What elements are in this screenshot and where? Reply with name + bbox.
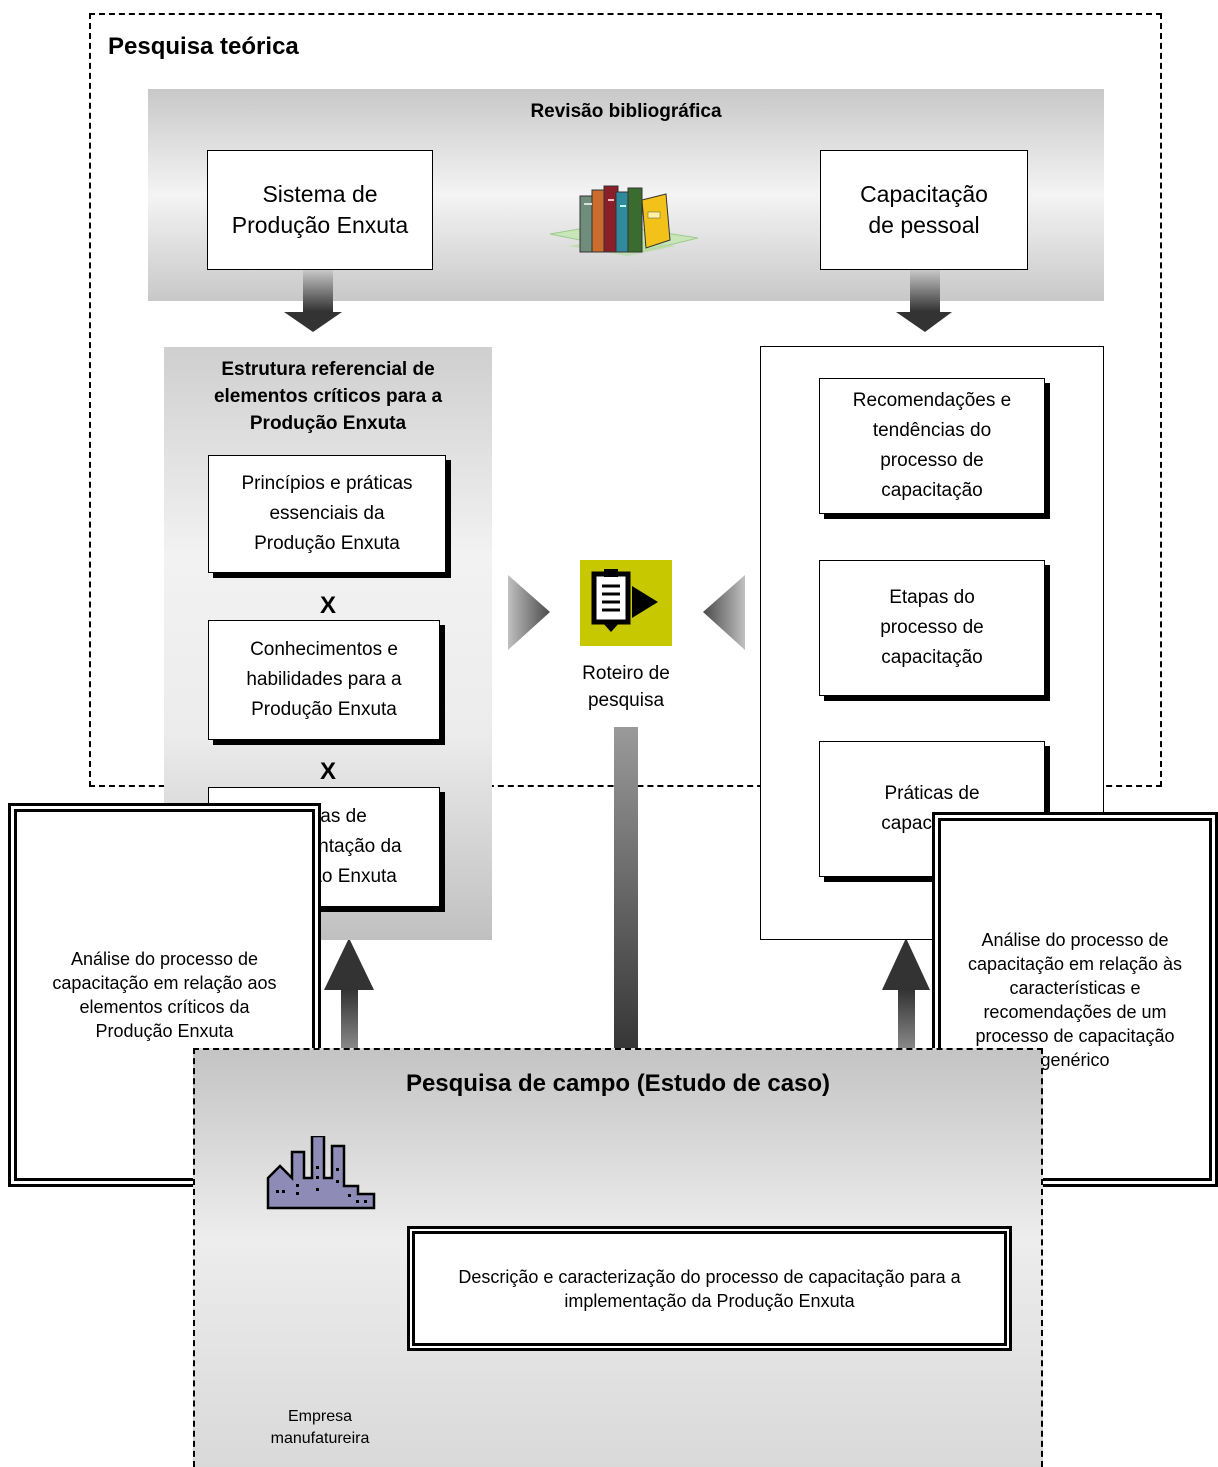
training-box: Capacitação de pessoal bbox=[820, 150, 1028, 270]
factory-icon bbox=[266, 1136, 376, 1210]
analysis-left-label: Análise do processo de capacitação em re… bbox=[52, 949, 277, 1041]
principles-box: Princípios e práticas essenciais da Prod… bbox=[208, 455, 446, 573]
books-icon bbox=[549, 185, 698, 256]
literature-review-title: Revisão bibliográfica bbox=[530, 101, 722, 122]
lean-system-box: Sistema de Produção Enxuta bbox=[207, 150, 433, 270]
analysis-right-label: Análise do processo de capacitação em re… bbox=[967, 929, 1183, 1070]
critical-elements-title: Estrutura referencial de elementos críti… bbox=[213, 359, 443, 434]
case-description-label: Descrição e caracterização do processo d… bbox=[458, 1266, 961, 1311]
lean-system-label: Sistema de Produção Enxuta bbox=[231, 181, 409, 238]
cross-separator-2: X bbox=[319, 758, 336, 785]
principles-label: Princípios e práticas essenciais da Prod… bbox=[241, 473, 413, 554]
training-steps-label: Etapas do processo de capacitação bbox=[880, 587, 984, 668]
training-label: Capacitação de pessoal bbox=[860, 181, 988, 238]
training-steps-box: Etapas do processo de capacitação bbox=[819, 560, 1045, 696]
knowledge-box: Conhecimentos e habilidades para a Produ… bbox=[208, 620, 440, 740]
case-description-box: Descrição e caracterização do processo d… bbox=[407, 1226, 1012, 1351]
research-script-label: Roteiro de pesquisa bbox=[582, 663, 670, 711]
field-research-title: Pesquisa de campo (Estudo de caso) bbox=[405, 1070, 831, 1097]
recommendations-box: Recomendações e tendências do processo d… bbox=[819, 378, 1045, 514]
theoretical-research-title: Pesquisa teórica bbox=[108, 33, 299, 60]
recommendations-label: Recomendações e tendências do processo d… bbox=[852, 390, 1012, 501]
knowledge-label: Conhecimentos e habilidades para a Produ… bbox=[246, 639, 402, 720]
cross-separator-1: X bbox=[319, 592, 336, 619]
clipboard-arrow-icon bbox=[580, 560, 672, 646]
company-label: Empresa manufatureira bbox=[270, 1408, 370, 1447]
